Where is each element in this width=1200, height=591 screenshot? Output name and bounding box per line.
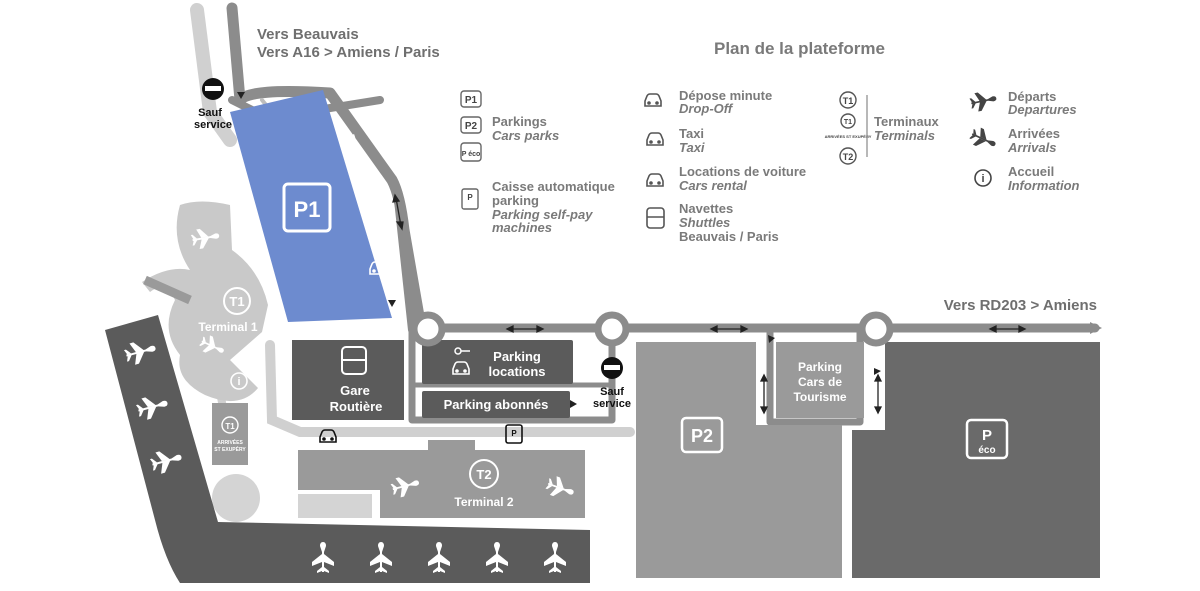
sauf-service-east-line1: Sauf [600,386,624,398]
p-eco-parking-area[interactable] [852,342,1100,578]
parking-locations-line1: Parking [493,349,541,364]
legend-peco-icon: P éco [462,151,481,158]
p1-label: P1 [294,197,321,222]
legend-arrivees: Arrivées Arrivals [967,125,1060,155]
legend-arrivees-small: ARRIVÉES ST EXUPÉRY [825,134,872,139]
legend-caisse-en1: Parking self-pay [492,207,593,222]
terminal2-label: Terminal 2 [454,495,513,509]
legend-navettes-fr: Navettes [679,201,733,216]
p-eco-label-eco: éco [978,445,995,456]
legend-p1-icon: P1 [465,95,478,106]
information-icon [974,169,992,187]
bus-icon [341,346,367,375]
legend-locations-en: Cars rental [679,178,747,193]
legend-caisse-fr2: parking [492,193,539,208]
terminal1-badge-label: T1 [229,294,244,309]
terminal1-badge [223,287,251,315]
legend-accueil-en: Information [1008,178,1080,193]
legend-caisse: P Caisse automatique parking Parking sel… [461,179,615,235]
t1-arrivees-line2: ST EXUPÉRY [214,445,246,453]
roundabouts [410,311,894,347]
p1-parking-area[interactable] [230,90,392,322]
p2-parking-area[interactable] [636,342,842,578]
sauf-service-north-line1: Sauf [198,107,222,119]
legend-departs: Départs Departures [968,89,1077,117]
t1-arrivees-building[interactable] [212,403,248,465]
legend-depose-en: Drop-Off [679,101,734,116]
pay-machine-icon: P [505,424,523,444]
cars-tourisme-line2: Cars de [798,375,842,389]
terminal1-building[interactable] [142,201,268,402]
legend-t2-icon: T2 [843,152,854,162]
legend-depose: Dépose minute Drop-Off [644,88,772,116]
parking-cars-tourisme[interactable] [776,342,864,418]
legend-taxi-fr: Taxi [679,126,704,141]
gare-label-line1: Gare [340,383,370,398]
cars-tourisme-line3: Tourisme [793,390,846,404]
legend-terminaux-en: Terminals [874,128,935,143]
p1-badge [282,182,332,233]
legend-departs-en: Departures [1008,102,1077,117]
legend-accueil-fr: Accueil [1008,164,1054,179]
legend-navettes-extra: Beauvais / Paris [679,229,779,244]
parking-locations-line2: locations [488,364,545,379]
legend-parkings-fr: Parkings [492,114,547,129]
t1-information-icon [230,372,248,390]
legend-arrivees-en: Arrivals [1007,140,1056,155]
legend-caisse-fr1: Caisse automatique [492,179,615,194]
sauf-service-east-line2: service [593,398,631,410]
svg-text:P: P [467,193,473,202]
cars-tourisme-line1: Parking [798,360,842,374]
legend-depose-fr: Dépose minute [679,88,772,103]
p2-label: P2 [691,426,713,446]
legend-taxi-en: Taxi [679,140,705,155]
legend-parkings-en: Cars parks [492,128,559,143]
legend-caisse-en2: machines [492,220,552,235]
legend-p2-icon: P2 [465,121,478,132]
north-direction-line2: Vers A16 > Amiens / Paris [257,44,440,61]
parking-locations[interactable] [422,340,573,384]
legend-navettes-en: Shuttles [679,215,730,230]
terminal1-label: Terminal 1 [198,320,257,334]
terminal2-badge-label: T2 [476,467,491,482]
legend-departs-fr: Départs [1008,89,1056,104]
legend-t1-icon: T1 [843,96,854,106]
svg-text:i: i [981,173,984,185]
legend-terminaux: T1 T1 T2 ARRIVÉES ST EXUPÉRY Terminaux T… [825,91,940,165]
page-title: Plan de la plateforme [714,39,885,58]
two-way-arrows [392,193,1027,415]
sauf-service-north-line2: service [194,119,232,131]
svg-text:P: P [511,429,517,438]
legend-navettes: Navettes Shuttles Beauvais / Paris [646,201,779,244]
parking-abonnes[interactable] [422,391,570,418]
parking-abonnes-label: Parking abonnés [444,397,549,412]
road-arrow-east [1090,322,1102,334]
apron [105,315,590,583]
north-direction-line1: Vers Beauvais [257,26,359,43]
key-icon [454,347,470,355]
terminal2-building[interactable] [298,440,585,518]
east-direction-label: Vers RD203 > Amiens [944,297,1097,314]
legend-arrivees-fr: Arrivées [1008,126,1060,141]
legend-parkings: P1 P2 P éco Parkings Cars parks [460,90,559,162]
terminal2-badge [469,459,499,489]
legend-locations: Locations de voiture Cars rental [646,164,806,193]
legend-taxi: Taxi Taxi [646,126,705,155]
legend-terminaux-fr: Terminaux [874,114,940,129]
gare-label-line2: Routière [330,399,383,414]
legend-t1-arrivees-icon: T1 [844,119,852,126]
roundabout-building [212,474,260,522]
legend-locations-fr: Locations de voiture [679,164,806,179]
legend-accueil: i Accueil Information [974,164,1080,193]
t1-arrivees-line1: ARRIVÉES [217,438,243,446]
t1-arrivees-badge: T1 [225,422,235,431]
gare-routiere[interactable] [292,340,404,420]
svg-text:i: i [237,376,240,388]
p-eco-label-p: P [982,427,992,444]
